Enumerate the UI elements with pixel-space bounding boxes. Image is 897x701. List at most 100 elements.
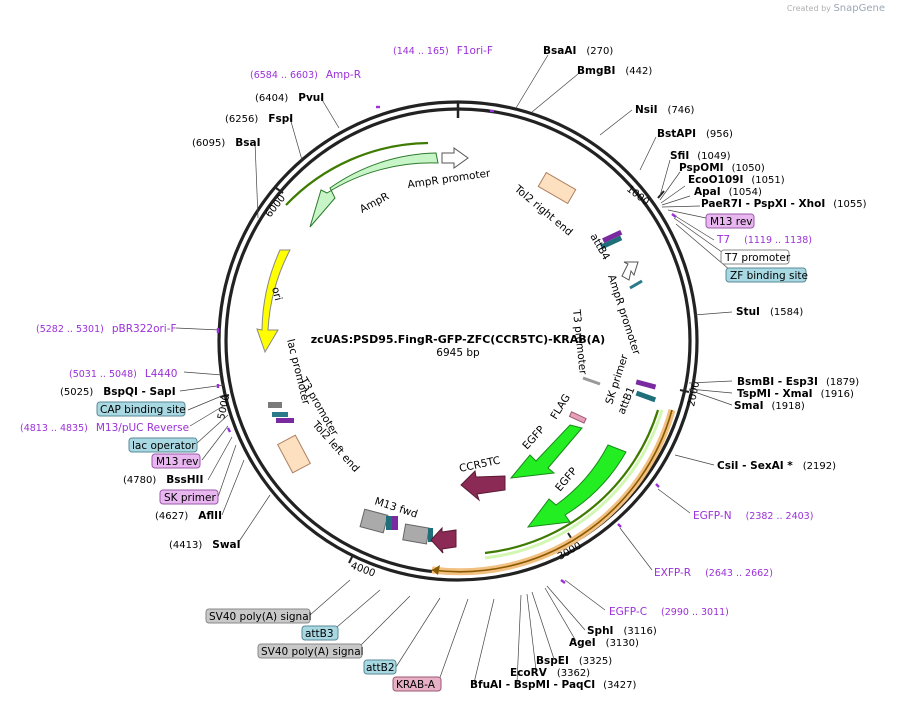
svg-text:lac operator: lac operator	[132, 440, 196, 452]
site-aflii: (4627)AflII	[155, 510, 222, 522]
label-flag: FLAG	[548, 392, 573, 421]
svg-text:M13 rev: M13 rev	[710, 216, 753, 228]
svg-text:SV40 poly(A) signal: SV40 poly(A) signal	[209, 611, 312, 623]
lac-operator-block	[272, 412, 288, 417]
sk-primer-block	[635, 379, 657, 390]
attb4-block	[600, 235, 623, 250]
box-zf-binding-site: ZF binding site	[725, 267, 808, 283]
primer-exfp-r: EXFP-R(2643 .. 2662)	[654, 567, 773, 579]
leader-lines	[175, 54, 733, 684]
svg-text:M13 rev: M13 rev	[156, 456, 199, 468]
site-apai: ApaI(1054)	[694, 186, 762, 198]
site-bsai: (6095)BsaI	[192, 137, 261, 149]
tick-5000: 5000	[216, 393, 232, 420]
site-ecoo109i: EcoO109I(1051)	[688, 174, 785, 186]
label-egfp-1: EGFP	[520, 424, 547, 452]
primer-egfp-c: EGFP-C(2990 .. 3011)	[609, 606, 729, 618]
egfp-arrow-1	[509, 424, 583, 479]
t3-promoter-right-line	[582, 376, 601, 386]
site-swai: (4413)SwaI	[169, 539, 241, 551]
site-fspi: (6256)FspI	[225, 113, 293, 125]
label-ccr5tc: CCR5TC	[458, 455, 501, 475]
ccr5tc-arrow	[460, 469, 506, 502]
primer-f1ori-f: (144 .. 165)F1ori-F	[393, 45, 493, 57]
ori-arrow	[256, 249, 291, 354]
svg-text:attB3: attB3	[305, 628, 334, 640]
lac-cap-block	[268, 402, 282, 408]
primer-m13-puc-reverse: (4813 .. 4835)M13/pUC Reverse	[20, 422, 189, 434]
ampr-promoter-right-line	[629, 279, 643, 290]
site-bsmbi: BsmBI - Esp3I(1879)	[737, 376, 859, 388]
svg-text:SV40 poly(A) signal: SV40 poly(A) signal	[261, 646, 364, 658]
site-agei: AgeI(3130)	[569, 637, 639, 649]
site-nsii: NsiI(746)	[635, 104, 695, 116]
svg-text:5000: 5000	[216, 393, 232, 420]
label-ampr: AmpR	[358, 190, 391, 215]
site-bmgbi: BmgBI(442)	[577, 65, 652, 77]
primer-l4440: (5031 .. 5048)L4440	[69, 368, 177, 380]
box-m13-rev-left: M13 rev	[151, 453, 201, 469]
svg-text:ZF binding site: ZF binding site	[730, 270, 808, 282]
attb4-m13-block	[602, 229, 623, 243]
egfp-arrow-2	[526, 444, 627, 528]
site-csii: CsiI - SexAI *(2192)	[717, 460, 836, 472]
tick-6000: 6000	[264, 187, 288, 220]
sv40-polya-block-2	[402, 523, 430, 545]
tick-2000: 2000	[679, 380, 702, 408]
site-pvui: (6404)PvuI	[255, 92, 324, 104]
svg-text:CAP binding site: CAP binding site	[100, 404, 186, 416]
m13-fwd-block	[392, 516, 398, 530]
site-smai: SmaI(1918)	[734, 400, 805, 412]
svg-text:attB2: attB2	[366, 662, 395, 674]
sv40-polya-block-1	[359, 508, 389, 534]
primer-pbr322ori-f: (5282 .. 5301)pBR322ori-F	[36, 323, 177, 335]
box-sv40-polya-1: SV40 poly(A) signal	[205, 608, 312, 624]
site-bsaai: BsaAI(270)	[543, 45, 613, 57]
svg-text:1000: 1000	[624, 184, 651, 208]
tol2-right-end-block	[537, 171, 577, 205]
box-t7-promoter: T7 promoter	[720, 249, 791, 265]
site-bspqi: (5025)BspQI - SapI	[60, 386, 176, 398]
primer-egfp-n: EGFP-N(2382 .. 2403)	[693, 510, 813, 522]
svg-text:SK primer: SK primer	[164, 492, 216, 504]
attb2-block-inner	[428, 528, 433, 542]
created-by-credit: Created by SnapGene	[786, 3, 885, 14]
egfp-orf-line	[484, 409, 660, 555]
label-ampr-promoter-right: AmpR promoter	[605, 273, 642, 357]
box-lac-operator: lac operator	[128, 437, 198, 453]
plasmid-size: 6945 bp	[436, 347, 480, 359]
site-bspei: BspEI(3325)	[536, 655, 612, 667]
primer-marks	[216, 105, 677, 584]
site-xhoi: PaeR7I - PspXI - XhoI(1055)	[701, 198, 867, 210]
svg-text:KRAB-A: KRAB-A	[396, 679, 436, 691]
ampr-promoter-right-arrow	[621, 261, 639, 281]
site-bstapi: BstAPI(956)	[657, 128, 733, 140]
site-stui: StuI(1584)	[736, 306, 803, 318]
site-sphi: SphI(3116)	[587, 625, 657, 637]
krab-orf-line-inner	[431, 409, 673, 573]
site-sfii: SfiI(1049)	[670, 150, 731, 162]
flag-block	[568, 411, 587, 424]
attb1-block	[635, 390, 657, 403]
snapgene-logo: SnapGene	[833, 3, 885, 14]
site-bfuai: BfuAI - BspMI - PaqCI(3427)	[470, 679, 637, 691]
box-sv40-polya-2: SV40 poly(A) signal	[257, 643, 364, 659]
attb3-block-inner	[386, 516, 392, 530]
box-m13-rev-right: M13 rev	[705, 213, 755, 229]
box-attb3: attB3	[301, 625, 339, 641]
box-krab-a: KRAB-A	[392, 676, 442, 692]
backbone-outer-circle	[217, 100, 699, 582]
label-ampr-promoter: AmpR promoter	[407, 167, 492, 191]
krab-a-arrow	[430, 526, 457, 554]
krab-orf-arrowhead	[432, 565, 440, 575]
box-cap-binding-site: CAP binding site	[96, 401, 186, 417]
ampr-gene-arrow	[309, 152, 439, 228]
svg-text:T7 promoter: T7 promoter	[724, 252, 791, 264]
site-tspmi: TspMI - XmaI(1916)	[737, 388, 854, 400]
m13-rev-block	[276, 418, 294, 423]
site-bsshii: (4780)BssHII	[123, 474, 203, 486]
site-pspomi: PspOMI(1050)	[679, 162, 765, 174]
site-ecorv: EcoRV(3362)	[510, 667, 590, 679]
tick-1000: 1000	[624, 184, 665, 208]
